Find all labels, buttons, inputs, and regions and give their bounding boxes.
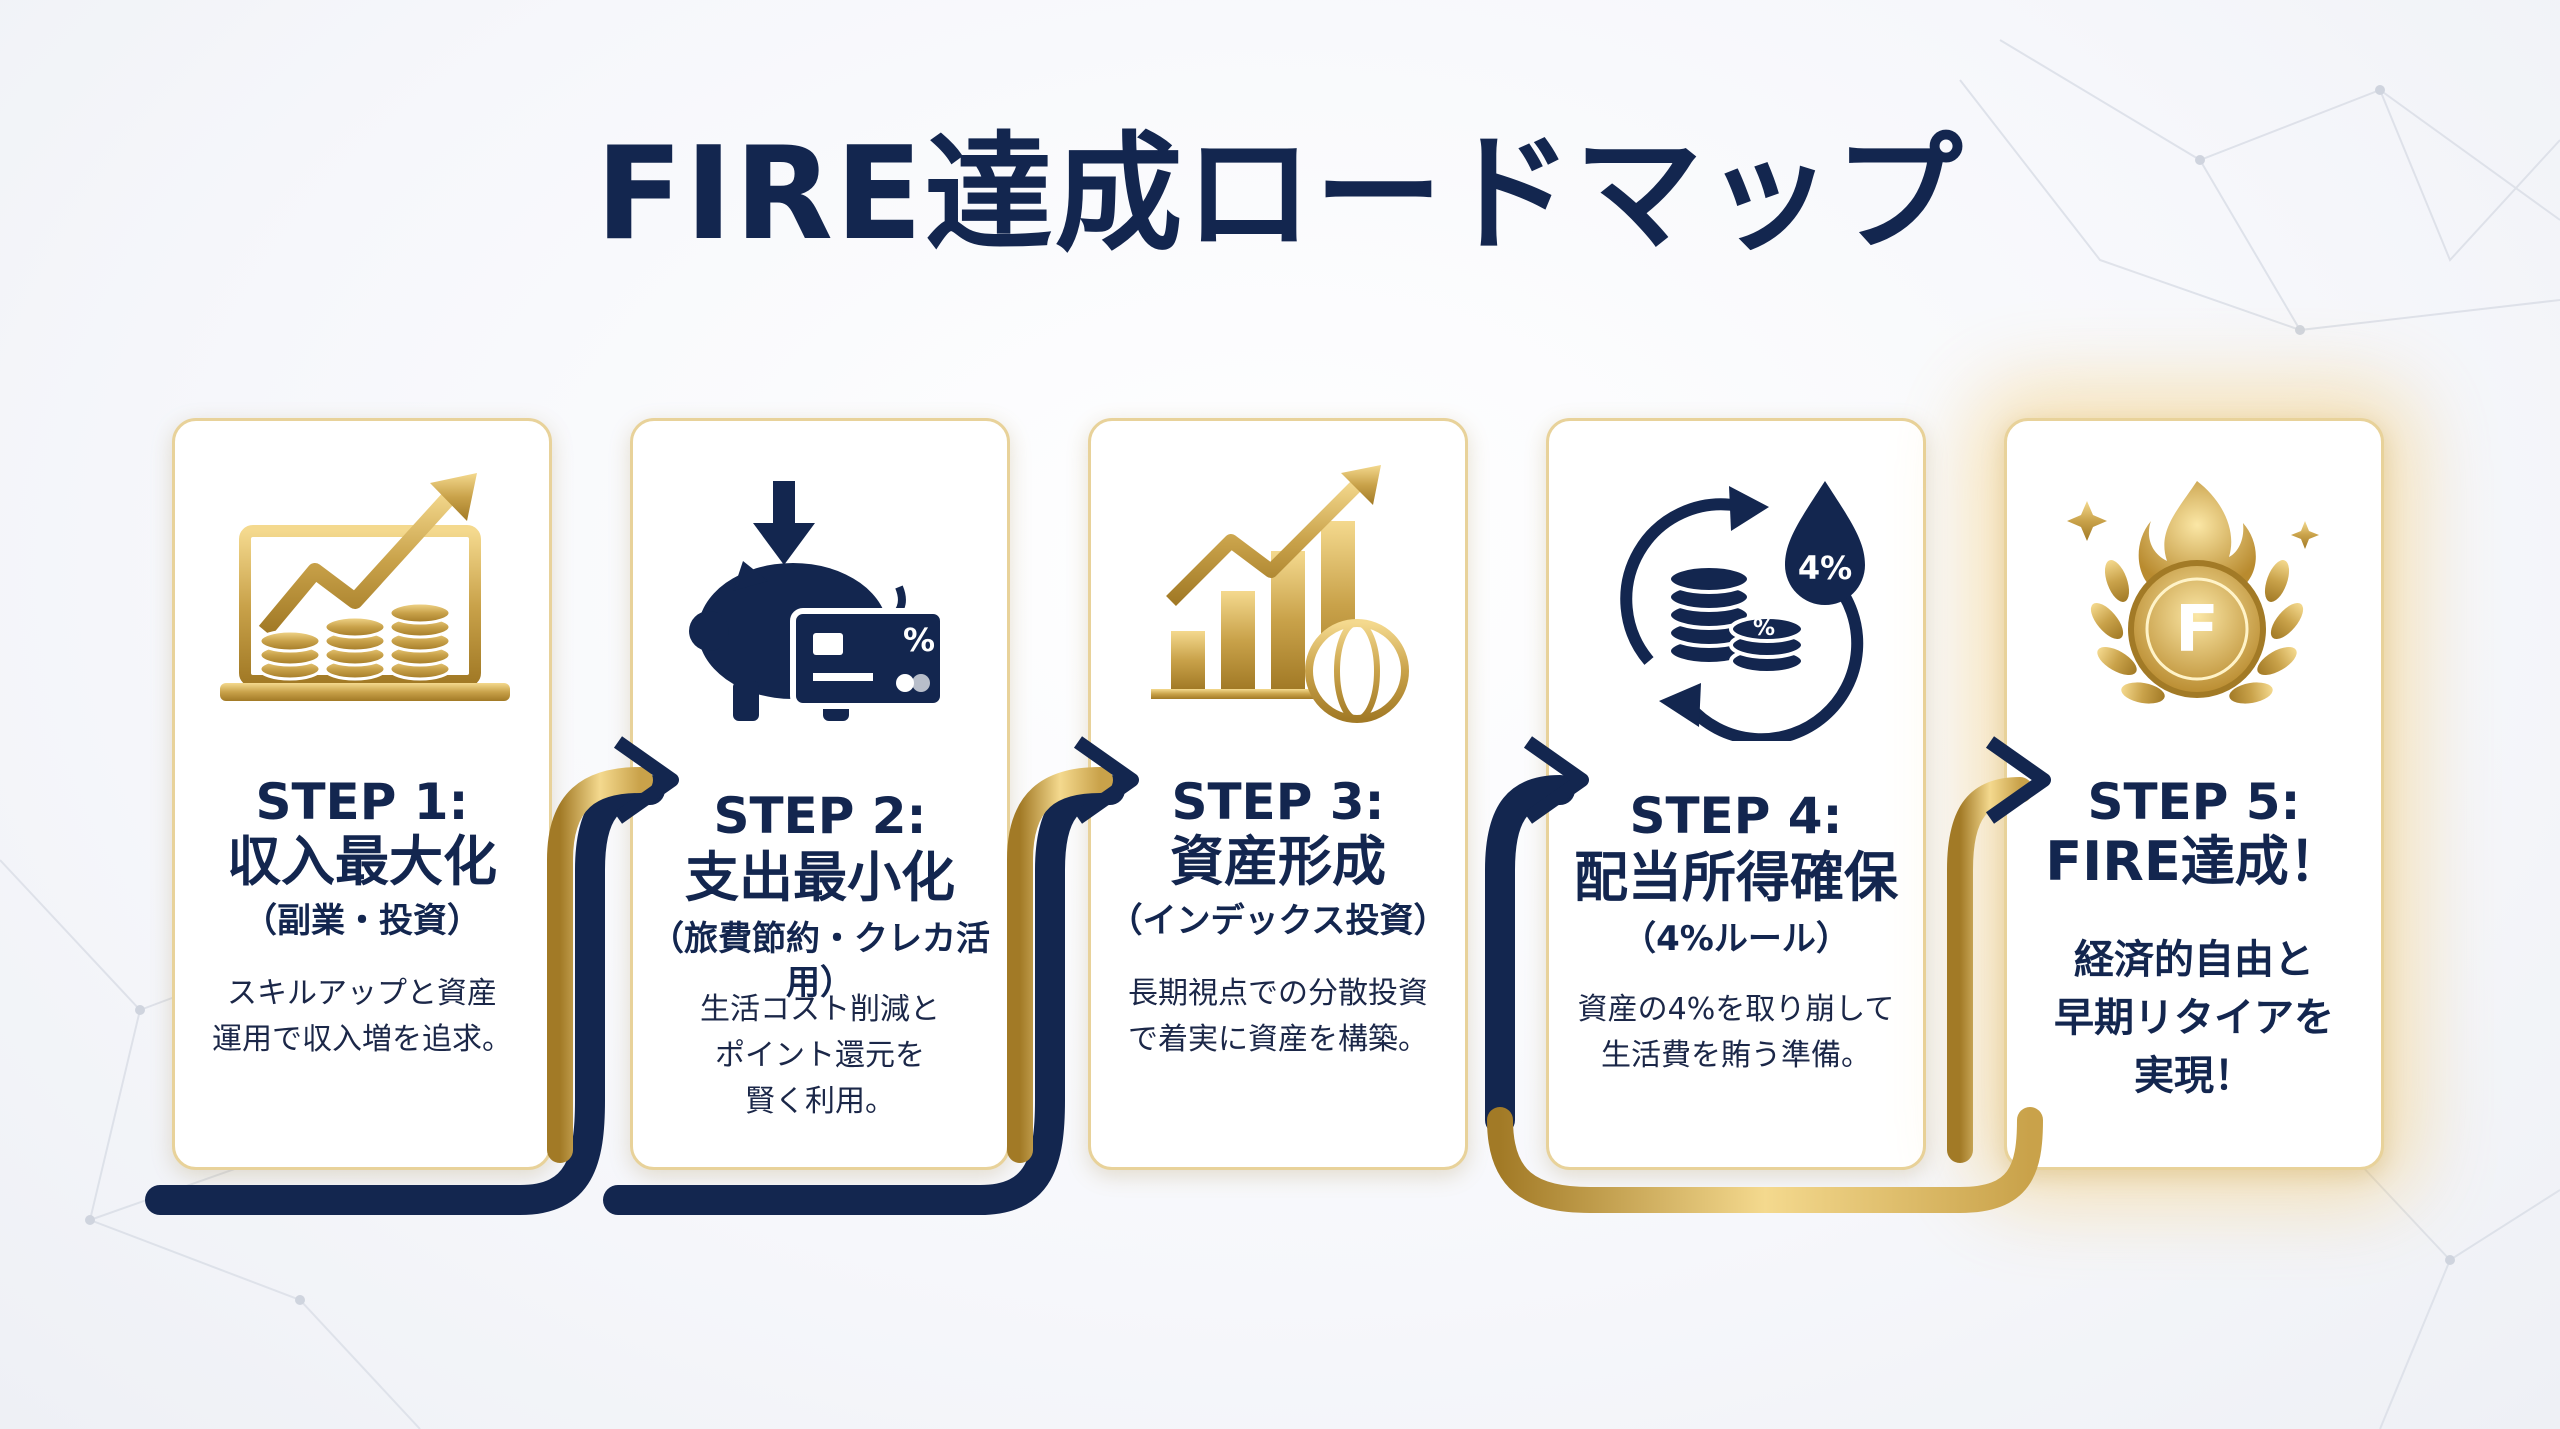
step-name: 配当所得確保 (1574, 846, 1898, 909)
step-card-1: STEP 1: 収入最大化 （副業・投資） スキルアップと資産 運用で収入増を追… (172, 418, 552, 1170)
coin-letter: F (2175, 593, 2219, 667)
percent-label: % (1753, 616, 1775, 641)
step-desc-line: 実現！ (2134, 1053, 2254, 1099)
step-card-2: % STEP 2: 支出最小化 （旅費節約・クレカ活用） 生活コスト削減と ポイ… (630, 418, 1010, 1170)
percent-label: 4% (1798, 549, 1852, 587)
step-desc-line: 長期視点での分散投資 (1128, 976, 1428, 1011)
step-card-3: STEP 3: 資産形成 （インデックス投資） 長期視点での分散投資 で着実に資… (1088, 418, 1468, 1170)
page-title: FIRE達成ロードマップ (595, 120, 1965, 269)
step-name: 収入最大化 (227, 830, 497, 893)
piggy-bank-card-icon: % (689, 481, 946, 721)
step-desc-line: 運用で収入増を追求。 (212, 1022, 512, 1057)
step-label: STEP 2: (713, 787, 927, 845)
step-desc-line: 資産の4%を取り崩して (1577, 992, 1895, 1027)
step-desc-line: 生活費を賄う準備。 (1601, 1038, 1871, 1073)
step-desc-line: 経済的自由と (2074, 937, 2314, 983)
step-sub: （副業・投資） (243, 901, 481, 941)
percent-label: % (903, 621, 935, 659)
step-card-5: F STEP 5: FIRE達成！ 経済的自由と 早期リタイアを 実現！ (2004, 418, 2384, 1170)
step-desc-line: 生活コスト削減と (700, 992, 940, 1027)
step-name: 支出最小化 (685, 846, 955, 909)
step-name: 資産形成 (1170, 830, 1386, 893)
step-desc-line: 早期リタイアを (2054, 995, 2334, 1041)
bar-chart-globe-icon (1151, 465, 1409, 723)
step-label: STEP 3: (1171, 773, 1385, 831)
coins-cycle-drop-icon: % 4% (1620, 481, 1865, 741)
step-name: FIRE達成！ (2045, 830, 2343, 893)
step-label: STEP 5: (2087, 773, 2301, 831)
step-sub: （4%ルール） (1622, 919, 1850, 959)
step-desc-line: ポイント還元を (715, 1038, 925, 1073)
step-desc-line: で着実に資産を構築。 (1128, 1022, 1428, 1057)
laptop-growth-icon (220, 473, 510, 701)
step-label: STEP 1: (255, 773, 469, 831)
step-desc-line: スキルアップと資産 (227, 976, 497, 1011)
step-desc-line: 賢く利用。 (745, 1084, 895, 1119)
step-card-4: % 4% STEP 4: 配当所得確保 （4%ルール） 資産の4%を取り崩して … (1546, 418, 1926, 1170)
step-label: STEP 4: (1629, 787, 1843, 845)
fire-coin-laurel-icon: F (2067, 481, 2319, 704)
step-sub: （インデックス投資） (1108, 901, 1448, 941)
